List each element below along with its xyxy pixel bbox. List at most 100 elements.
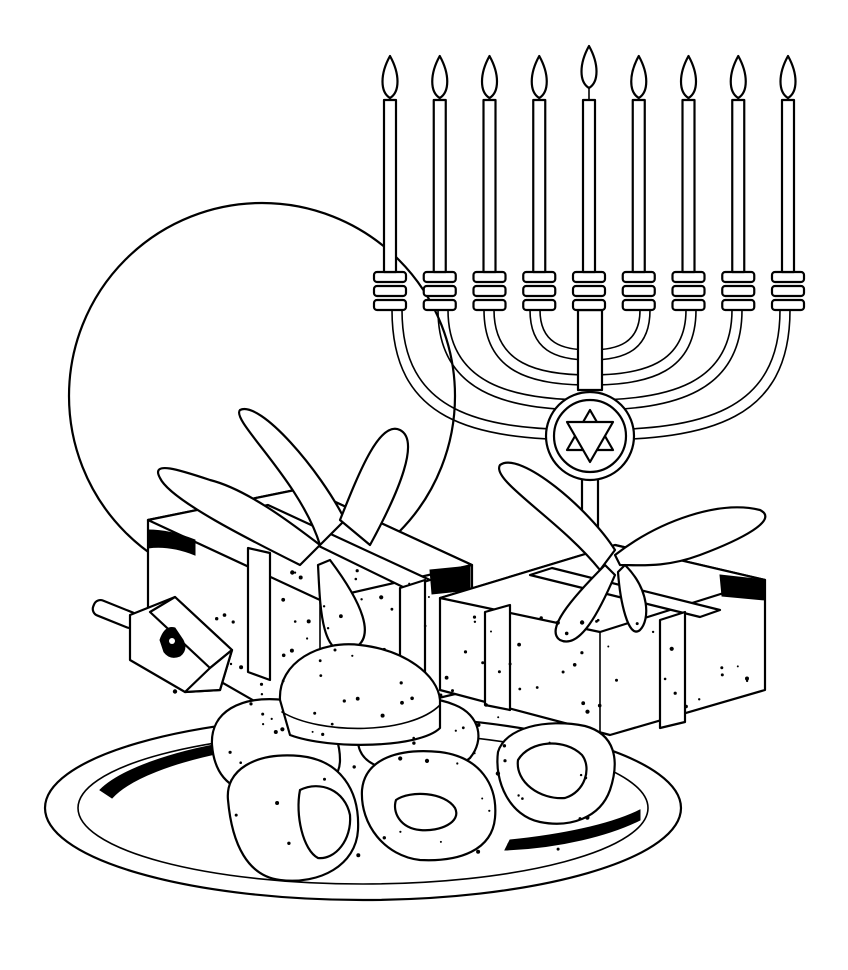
texture-dot <box>497 716 500 719</box>
texture-dot <box>444 675 449 680</box>
texture-dot <box>326 627 330 630</box>
texture-dot <box>488 809 491 812</box>
texture-dot <box>572 663 577 667</box>
texture-dot <box>517 642 521 647</box>
texture-dot <box>249 702 253 706</box>
texture-dot <box>669 646 674 651</box>
donut-top <box>278 643 442 746</box>
texture-dot <box>270 717 273 721</box>
texture-dot <box>234 813 238 817</box>
texture-dot <box>355 569 359 573</box>
texture-dot <box>535 686 539 689</box>
texture-dot <box>595 620 598 623</box>
texture-dot <box>412 741 416 745</box>
texture-dot <box>294 571 297 574</box>
texture-dot <box>745 679 749 683</box>
texture-dot <box>379 595 384 600</box>
menorah-stem <box>576 308 604 392</box>
texture-dot <box>298 575 303 580</box>
texture-dot <box>290 570 295 575</box>
texture-dot <box>518 687 522 691</box>
texture-dot <box>596 826 600 831</box>
texture-dot <box>342 699 346 703</box>
texture-dot <box>720 666 724 670</box>
texture-dot <box>597 703 602 708</box>
texture-dot <box>322 605 326 608</box>
texture-dot <box>472 615 477 619</box>
texture-dot <box>557 721 560 724</box>
texture-dot <box>507 842 511 846</box>
texture-dot <box>720 673 724 677</box>
texture-dot <box>427 596 430 598</box>
texture-dot <box>215 617 219 621</box>
candle <box>372 54 408 312</box>
candle <box>621 54 656 312</box>
texture-dot <box>412 736 416 740</box>
texture-dot <box>260 693 264 696</box>
texture-dot <box>539 616 543 620</box>
texture-dot <box>262 723 265 726</box>
texture-dot <box>564 631 569 636</box>
texture-dot <box>476 849 481 854</box>
texture-dot <box>673 691 677 695</box>
texture-dot <box>293 620 297 623</box>
texture-dot <box>454 729 457 732</box>
texture-dot <box>239 665 244 670</box>
texture-dot <box>382 836 386 840</box>
texture-dot <box>281 653 286 658</box>
texture-dot <box>281 597 286 602</box>
texture-dot <box>548 741 551 744</box>
texture-dot <box>502 744 507 748</box>
texture-dot <box>222 613 227 617</box>
texture-dot <box>635 622 639 626</box>
flame-icon <box>630 54 648 100</box>
flame-icon <box>431 54 449 100</box>
texture-dot <box>651 630 655 634</box>
texture-dot <box>584 776 588 780</box>
texture-dot <box>259 682 264 686</box>
texture-dot <box>580 651 584 655</box>
texture-dot <box>481 661 485 665</box>
texture-dot <box>424 758 430 764</box>
texture-dot <box>398 756 403 761</box>
texture-dot <box>555 620 560 625</box>
texture-dot <box>484 703 488 707</box>
texture-dot <box>390 607 394 611</box>
texture-dot <box>351 654 354 657</box>
texture-dot <box>521 797 524 800</box>
texture-dot <box>281 679 285 683</box>
texture-dot <box>380 713 385 718</box>
candle <box>571 44 607 312</box>
candle <box>671 54 706 312</box>
flame-icon <box>381 54 399 100</box>
texture-dot <box>439 693 443 697</box>
candle <box>522 54 557 312</box>
texture-dot <box>275 801 280 805</box>
texture-dot <box>481 797 484 800</box>
candle <box>422 54 457 312</box>
texture-dot <box>360 598 363 601</box>
texture-dot <box>578 817 582 821</box>
gift-left-bow-loop <box>157 466 322 567</box>
texture-dot <box>439 840 442 843</box>
gift-right-texture <box>451 615 749 714</box>
texture-dot <box>231 620 235 624</box>
dreidel <box>91 595 234 694</box>
menorah-candles <box>372 44 806 312</box>
texture-dot <box>463 650 468 654</box>
texture-dot <box>663 677 667 681</box>
texture-dot <box>306 637 309 640</box>
texture-dot <box>306 619 311 624</box>
texture-dot <box>684 704 688 709</box>
texture-dot <box>581 701 586 706</box>
texture-dot <box>330 722 334 726</box>
texture-dot <box>230 779 233 782</box>
gift-box-right <box>438 461 767 737</box>
texture-dot <box>497 670 501 674</box>
texture-dot <box>239 761 242 764</box>
texture-dot <box>321 732 325 737</box>
texture-dot <box>354 577 358 581</box>
flame-icon <box>530 54 548 100</box>
